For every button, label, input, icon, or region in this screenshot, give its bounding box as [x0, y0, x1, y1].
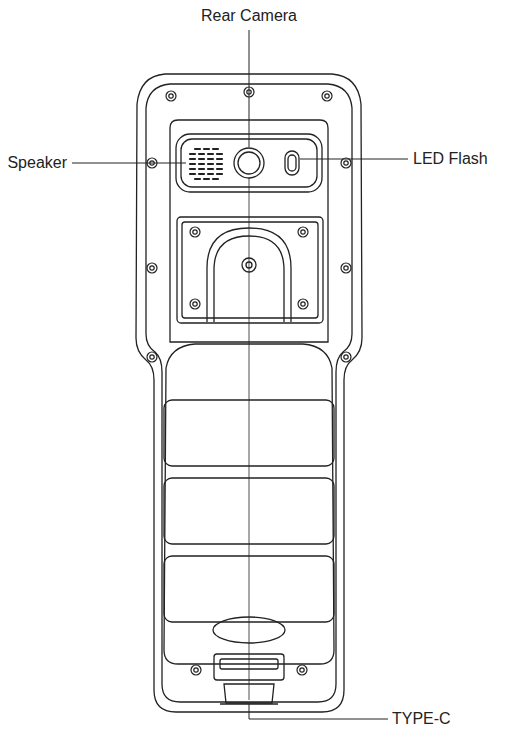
grille-slot — [195, 178, 200, 180]
grille-slot — [208, 153, 213, 155]
screw — [147, 263, 157, 273]
leader-line — [249, 704, 388, 719]
grille-slot — [190, 163, 195, 165]
grille-slot — [217, 153, 222, 155]
leader-line — [72, 163, 186, 164]
part-label: LED Flash — [412, 150, 489, 168]
grille-slot — [190, 153, 195, 155]
screw-head — [193, 230, 197, 234]
grille-slot — [208, 158, 213, 160]
screw-head — [300, 668, 304, 672]
part-label: Speaker — [6, 154, 68, 172]
screw-head — [301, 230, 305, 234]
screw-head — [193, 302, 197, 306]
screw — [190, 227, 200, 237]
mount-plate — [177, 217, 323, 323]
leader-lines — [72, 30, 408, 719]
screw — [166, 91, 176, 101]
grille-slot — [204, 178, 209, 180]
screw-head — [301, 302, 305, 306]
screw — [191, 665, 201, 675]
screw — [190, 299, 200, 309]
screw — [147, 352, 157, 362]
device-body — [136, 74, 362, 712]
rear-camera-lens — [234, 148, 264, 178]
grille-slot — [213, 148, 218, 150]
led-flash — [285, 151, 299, 175]
grille-slot — [208, 168, 213, 170]
grille-slot — [217, 163, 222, 165]
grille-slot — [208, 163, 213, 165]
part-label: TYPE-C — [391, 710, 452, 728]
screw-head — [169, 94, 173, 98]
grille-slot — [217, 173, 222, 175]
grille-slot — [199, 158, 204, 160]
grille-slot — [199, 173, 204, 175]
led-flash-inner — [288, 155, 296, 171]
screw — [341, 263, 351, 273]
screw-head — [344, 161, 348, 165]
screw-head — [150, 355, 154, 359]
grille-slot — [208, 173, 213, 175]
grille-slot — [217, 168, 222, 170]
grille-slot — [204, 148, 209, 150]
leader-line — [300, 159, 408, 160]
screw — [298, 227, 308, 237]
leader-line — [249, 30, 250, 147]
screw-head — [194, 668, 198, 672]
screw — [297, 665, 307, 675]
screw-head — [344, 355, 348, 359]
rear-camera-lens-inner — [238, 152, 260, 174]
screw-head — [344, 266, 348, 270]
housing-bezel — [146, 84, 352, 702]
screw-head — [325, 94, 329, 98]
part-label: Rear Camera — [200, 7, 298, 25]
center-line — [249, 178, 250, 700]
grille-slot — [190, 158, 195, 160]
grille-slot — [213, 178, 218, 180]
screw — [322, 91, 332, 101]
screw-group — [147, 87, 351, 675]
grille-slot — [217, 158, 222, 160]
grille-slot — [190, 168, 195, 170]
housing-outline — [136, 74, 362, 712]
screw — [298, 299, 308, 309]
grille-slot — [199, 163, 204, 165]
grille-slot — [190, 173, 195, 175]
grille-slot — [199, 153, 204, 155]
grille-slot — [195, 148, 200, 150]
screw — [341, 352, 351, 362]
screw-head — [150, 266, 154, 270]
grille-slot — [199, 168, 204, 170]
speaker-grille — [190, 149, 222, 179]
